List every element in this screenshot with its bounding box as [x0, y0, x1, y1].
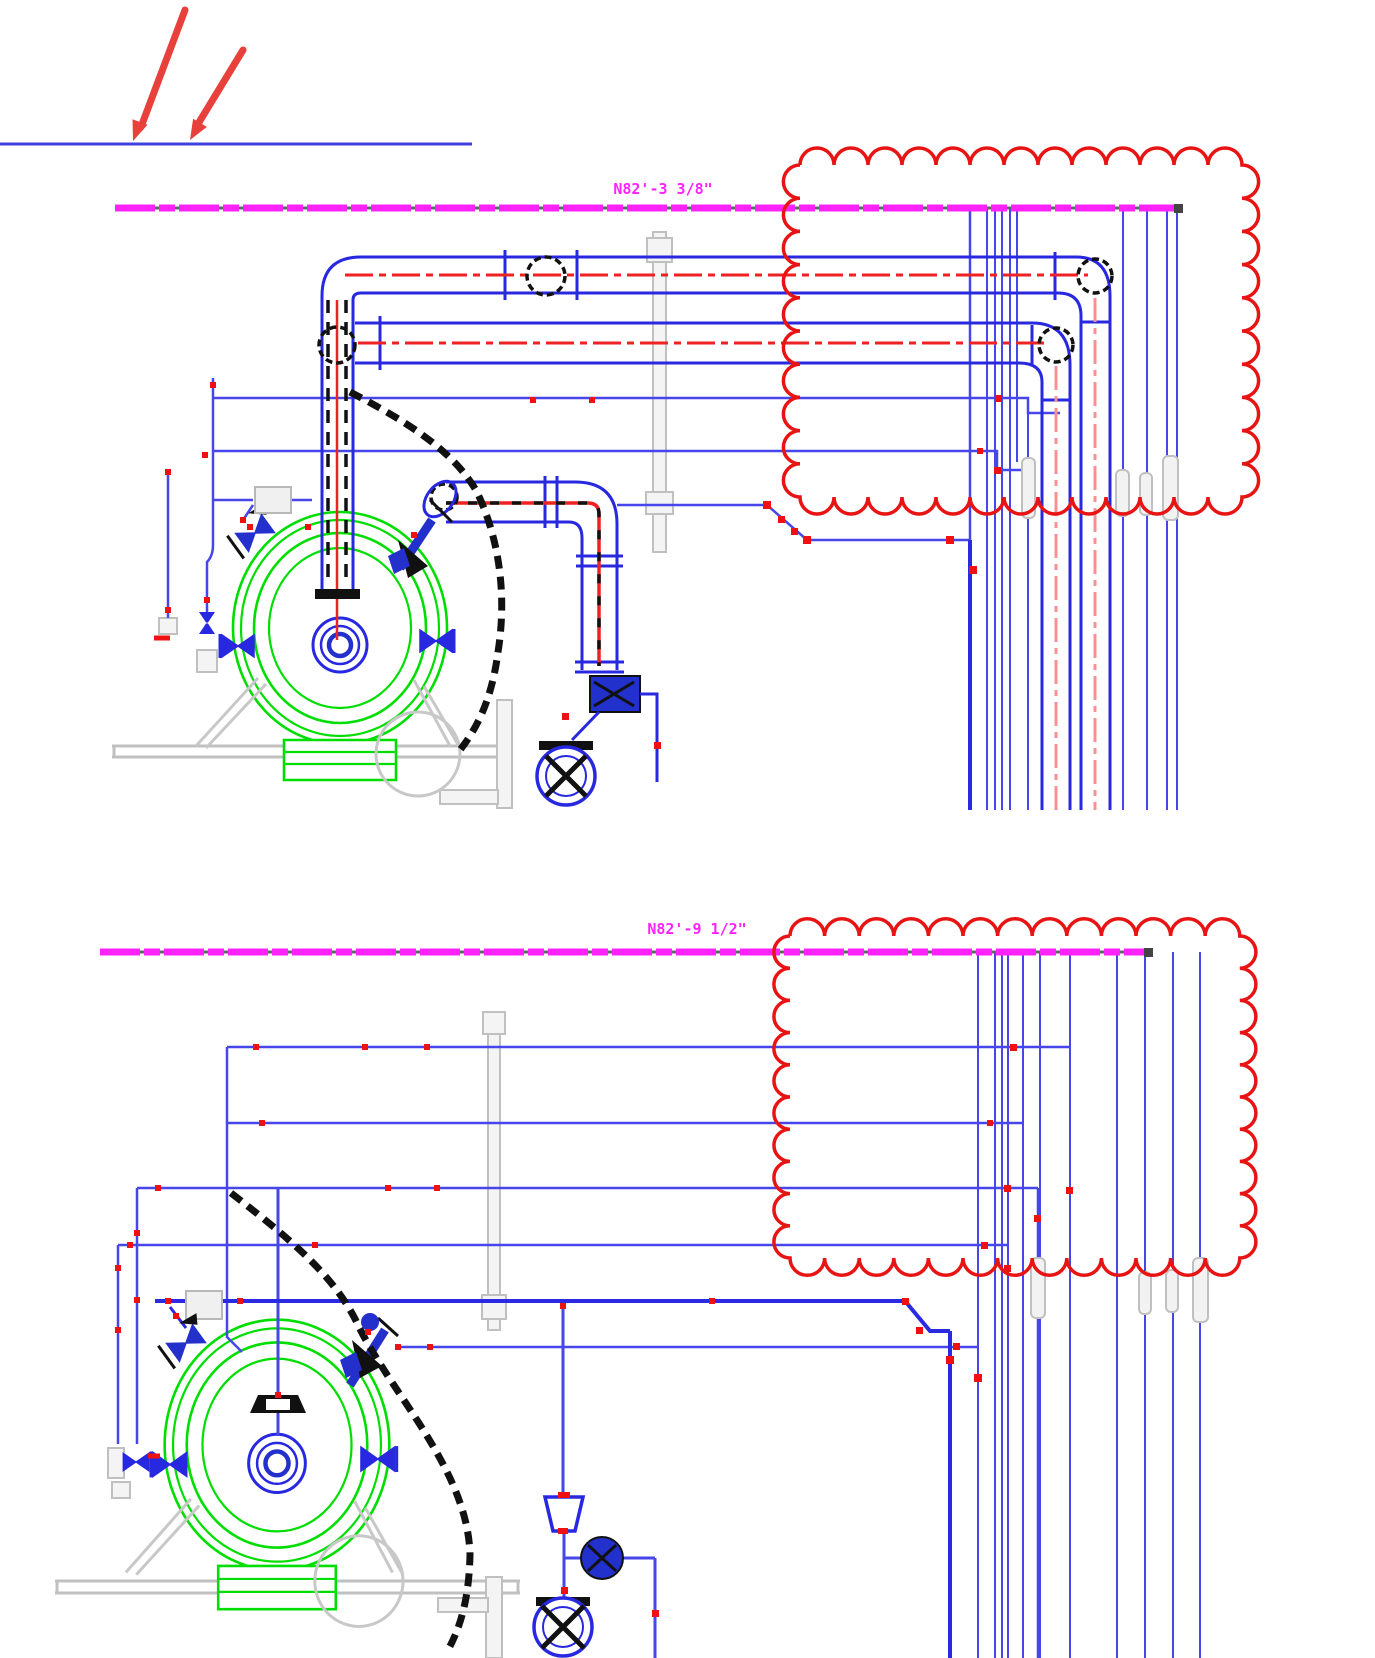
pipe-p3-outer [446, 480, 619, 670]
pipe-line-c [617, 503, 970, 542]
top-centerlines [335, 273, 1097, 810]
top-line-valve-assembly [535, 675, 659, 807]
top-hanger-rods [1021, 455, 1179, 521]
pipe-line-a [213, 396, 1060, 415]
hanger-column [652, 231, 667, 553]
top-right-valve-cluster [388, 479, 458, 578]
callout-figure [0, 6, 472, 146]
pipe-run2-inner [355, 361, 1044, 810]
top-flange-circles [317, 255, 1114, 512]
matchline-top-label: N82'-3 3/8" [613, 180, 712, 198]
revision-cloud-top [781, 146, 1261, 516]
pipe-run1-inner [361, 291, 1083, 810]
pipe-line-b [213, 449, 1028, 472]
flex-conduit-curve [348, 388, 506, 753]
pipe-line-5 [155, 1299, 950, 1333]
pipe-run1-elbow-outer [320, 255, 362, 592]
pipe-run1-elbow-inner [351, 291, 362, 592]
matchline-bottom-label: N82'-9 1/2" [647, 920, 746, 938]
support-bracket [496, 699, 513, 809]
bottom-left-drain-valve [122, 1452, 160, 1472]
vessel-top-cap [250, 1395, 306, 1413]
top-thin-pipes [166, 208, 1060, 618]
pipe-p3-inner [446, 520, 584, 670]
pipe-run2-outer [355, 321, 1072, 810]
section-top: N82'-3 3/8" [112, 146, 1261, 810]
section-bottom: N82'-9 1/2" [55, 916, 1258, 1658]
hanger-column [487, 1011, 501, 1331]
top-junction-dots [165, 382, 1002, 749]
support-bracket [485, 1576, 503, 1658]
insulation-box [185, 1290, 223, 1320]
insulation-box [254, 486, 292, 514]
bottom-junction-dots [115, 1044, 1073, 1617]
top-hatched-pipe [315, 300, 360, 599]
reducer [542, 1495, 586, 1533]
flex-conduit-curve [228, 1190, 474, 1652]
bottom-line-valve-assembly [532, 1492, 624, 1658]
bottom-hanger-rods [1030, 1257, 1209, 1323]
revision-cloud-bottom [772, 916, 1258, 1278]
bottom-right-valve-cluster [340, 1313, 400, 1388]
matchline-top: N82'-3 3/8" [115, 180, 1183, 213]
flange-ticks [378, 250, 1110, 402]
matchline-bottom: N82'-9 1/2" [100, 920, 1153, 957]
callout-arrow-2 [190, 46, 247, 140]
pipe-run1-outer [361, 255, 1112, 810]
callout-arrow-1 [132, 6, 189, 141]
top-small-drain-valves [154, 612, 215, 641]
